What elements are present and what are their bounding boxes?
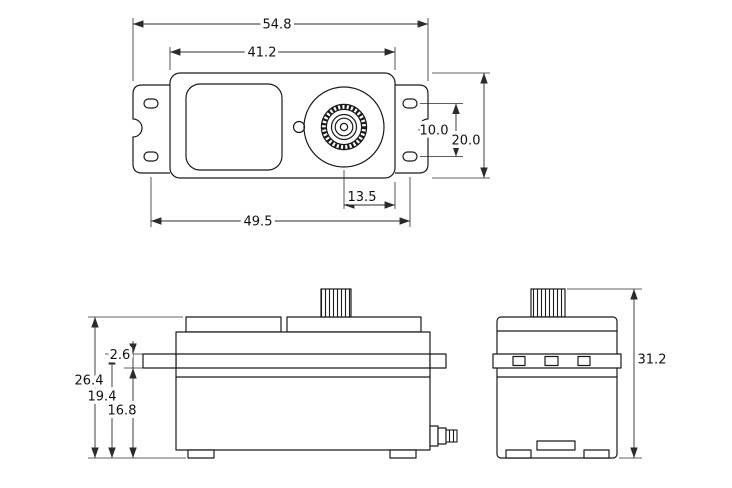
- right-mount-tab: [395, 84, 429, 174]
- output-spline-gear: [303, 86, 385, 168]
- spline-knob-end: [530, 288, 566, 318]
- dim-spline-offset: 13.5: [348, 190, 377, 205]
- wire-grommet: [429, 425, 458, 447]
- dim-flange-bottom-to-base: 16.8: [108, 404, 137, 419]
- mount-slots: [143, 98, 418, 162]
- dim-flange-top-to-base: 19.4: [88, 390, 117, 405]
- connector-end: [536, 440, 576, 451]
- dim-tab-hole-pitch: 10.0: [420, 124, 449, 139]
- side-view: 26.4 2.6 19.4 16.8: [71, 288, 458, 459]
- dim-flange-thickness: 2.6: [110, 348, 131, 363]
- right-flange-tab-side: [429, 353, 447, 369]
- dim-body-depth: 20.0: [452, 134, 481, 149]
- dim-overall-height-with-spline: 31.2: [638, 353, 667, 368]
- case-seam-lines-side: [175, 353, 431, 378]
- end-view-extension-lines: [567, 288, 642, 459]
- dim-mount-hole-span: 49.5: [244, 215, 273, 230]
- feet-side: [187, 449, 417, 459]
- servo-body-side-outline: [175, 331, 431, 451]
- feet-end: [505, 440, 610, 459]
- dim-total-height: 26.4: [75, 374, 104, 389]
- top-cap-right-step: [286, 316, 422, 333]
- flange-holes-end: [512, 355, 591, 367]
- left-mount-tab: [132, 84, 170, 174]
- motor-cover-square: [185, 83, 283, 171]
- top-view: 54.8 41.2 10.0 20.0 13.5 49.5: [132, 14, 490, 233]
- side-view-dimension-lines: [91, 317, 137, 458]
- top-view-dimension-lines: [133, 20, 488, 225]
- dim-body-width: 41.2: [248, 46, 277, 61]
- left-flange-tab-side: [142, 353, 177, 369]
- dim-overall-width: 54.8: [263, 18, 292, 33]
- spline-knob-side: [320, 288, 352, 318]
- top-cap-left-step: [185, 316, 282, 333]
- end-view: 31.2: [492, 288, 670, 459]
- servo-body-end-outline: [496, 316, 618, 459]
